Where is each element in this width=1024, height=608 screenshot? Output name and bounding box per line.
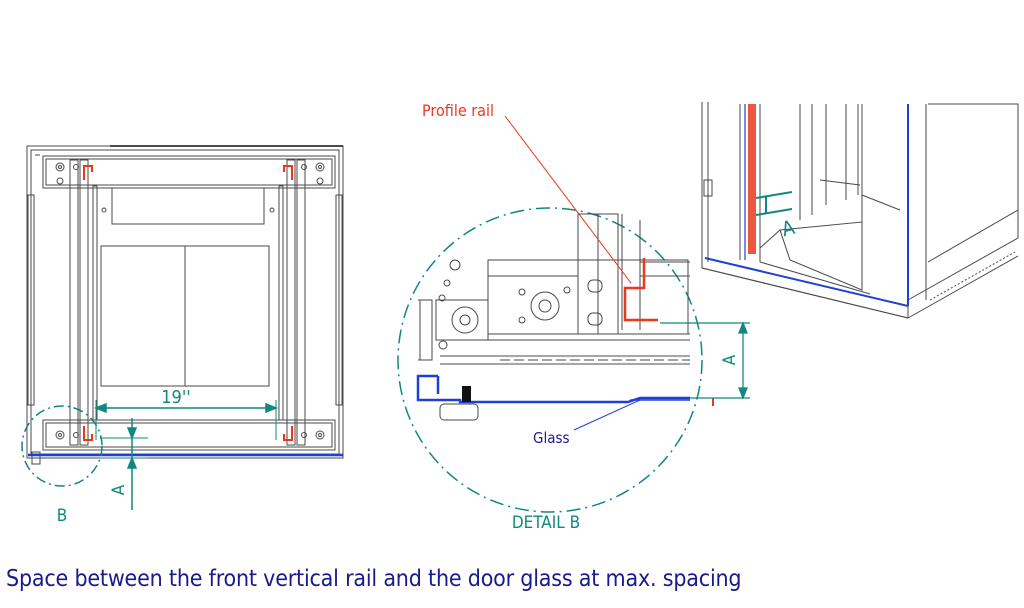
- label-19-inch: 19'': [161, 387, 191, 408]
- dimension-a-iso: [755, 191, 793, 216]
- profile-rail-detail: [623, 258, 658, 322]
- dimension-19-inch: [93, 400, 279, 440]
- label-detail-b: DETAIL B: [512, 513, 580, 533]
- dimension-a-detail: [660, 321, 750, 400]
- profile-rail-iso: [748, 104, 756, 254]
- label-a-top-view: A: [109, 484, 129, 495]
- profile-rail-top-view: [83, 165, 293, 441]
- dimension-a-top-view: [100, 418, 148, 510]
- seal-block: [462, 386, 471, 402]
- label-b: B: [57, 506, 68, 526]
- detail-b-drawing: [418, 213, 690, 421]
- glass-leader: [573, 399, 641, 431]
- cabinet-top-view: [26, 145, 344, 465]
- profile-rail-leader: [504, 115, 632, 284]
- label-profile-rail: Profile rail: [422, 101, 494, 120]
- label-a-detail: A: [720, 354, 740, 365]
- detail-circle-b-small: [21, 405, 103, 487]
- door-iso-view: [704, 104, 909, 307]
- detail-circle-b-large: [397, 207, 703, 513]
- door-glass-detail: [416, 374, 690, 404]
- figure-caption: Space between the front vertical rail an…: [6, 566, 742, 592]
- label-a-iso: A: [779, 215, 798, 242]
- label-glass: Glass: [533, 429, 570, 447]
